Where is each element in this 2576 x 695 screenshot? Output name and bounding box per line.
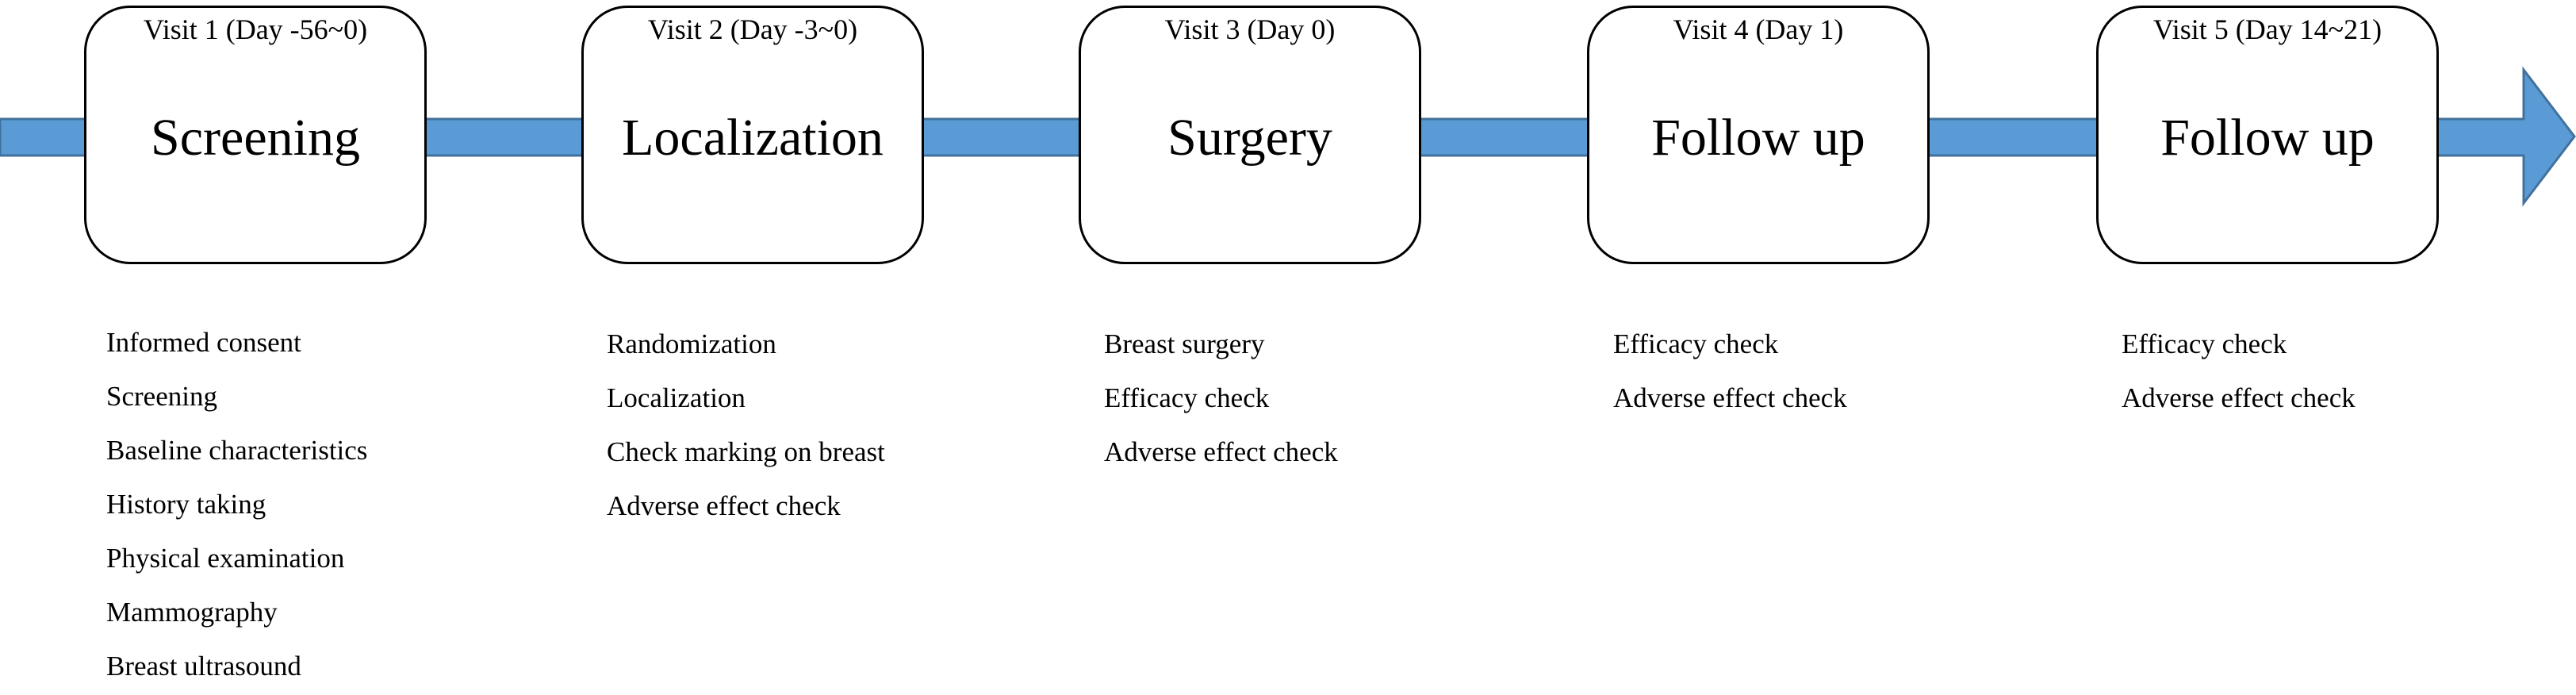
activity-item: Adverse effect check bbox=[607, 490, 841, 521]
activity-item: Informed consent bbox=[106, 327, 301, 358]
activity-list-visit-2: Randomization Localization Check marking… bbox=[607, 319, 885, 535]
activity-item: Adverse effect check bbox=[1104, 436, 1338, 467]
activity-item: Breast surgery bbox=[1104, 328, 1265, 359]
visit-box-4: Visit 4 (Day 1) Follow up bbox=[1587, 6, 1930, 264]
visit-label: Visit 2 (Day -3~0) bbox=[647, 13, 858, 45]
visit-box-1: Visit 1 (Day -56~0) Screening bbox=[84, 6, 427, 264]
activity-item: Randomization bbox=[607, 328, 776, 359]
activity-item: Efficacy check bbox=[2122, 328, 2287, 359]
activity-list-visit-3: Breast surgery Efficacy check Adverse ef… bbox=[1104, 319, 1338, 481]
visit-label: Visit 5 (Day 14~21) bbox=[2152, 13, 2382, 45]
visit-box-3: Visit 3 (Day 0) Surgery bbox=[1079, 6, 1421, 264]
visit-label: Visit 1 (Day -56~0) bbox=[143, 13, 368, 45]
activity-item: Adverse effect check bbox=[2122, 382, 2356, 413]
activity-list-visit-1: Informed consent Screening Baseline char… bbox=[106, 317, 367, 695]
phase-title: Surgery bbox=[1167, 109, 1332, 167]
activity-item: Adverse effect check bbox=[1613, 382, 1847, 413]
activity-item: Efficacy check bbox=[1613, 328, 1779, 359]
activity-item: Screening bbox=[106, 381, 217, 412]
activity-item: Efficacy check bbox=[1104, 382, 1270, 413]
phase-title: Screening bbox=[151, 109, 360, 167]
phase-title: Follow up bbox=[2160, 109, 2375, 167]
visit-label: Visit 3 (Day 0) bbox=[1164, 13, 1336, 45]
visit-label: Visit 4 (Day 1) bbox=[1673, 13, 1844, 45]
activity-list-visit-4: Efficacy check Adverse effect check bbox=[1613, 319, 1847, 427]
activity-list-visit-5: Efficacy check Adverse effect check bbox=[2122, 319, 2356, 427]
activity-item: Check marking on breast bbox=[607, 436, 885, 467]
activity-item: Physical examination bbox=[106, 543, 345, 574]
activity-item: Mammography bbox=[106, 597, 278, 628]
activity-item: Localization bbox=[607, 382, 746, 413]
activity-item: Breast ultrasound bbox=[106, 651, 301, 682]
activity-item: History taking bbox=[106, 489, 266, 520]
activity-item: Baseline characteristics bbox=[106, 435, 368, 466]
visit-box-5: Visit 5 (Day 14~21) Follow up bbox=[2096, 6, 2439, 264]
visit-box-2: Visit 2 (Day -3~0) Localization bbox=[581, 6, 924, 264]
phase-title: Follow up bbox=[1651, 109, 1865, 167]
phase-title: Localization bbox=[622, 109, 884, 167]
